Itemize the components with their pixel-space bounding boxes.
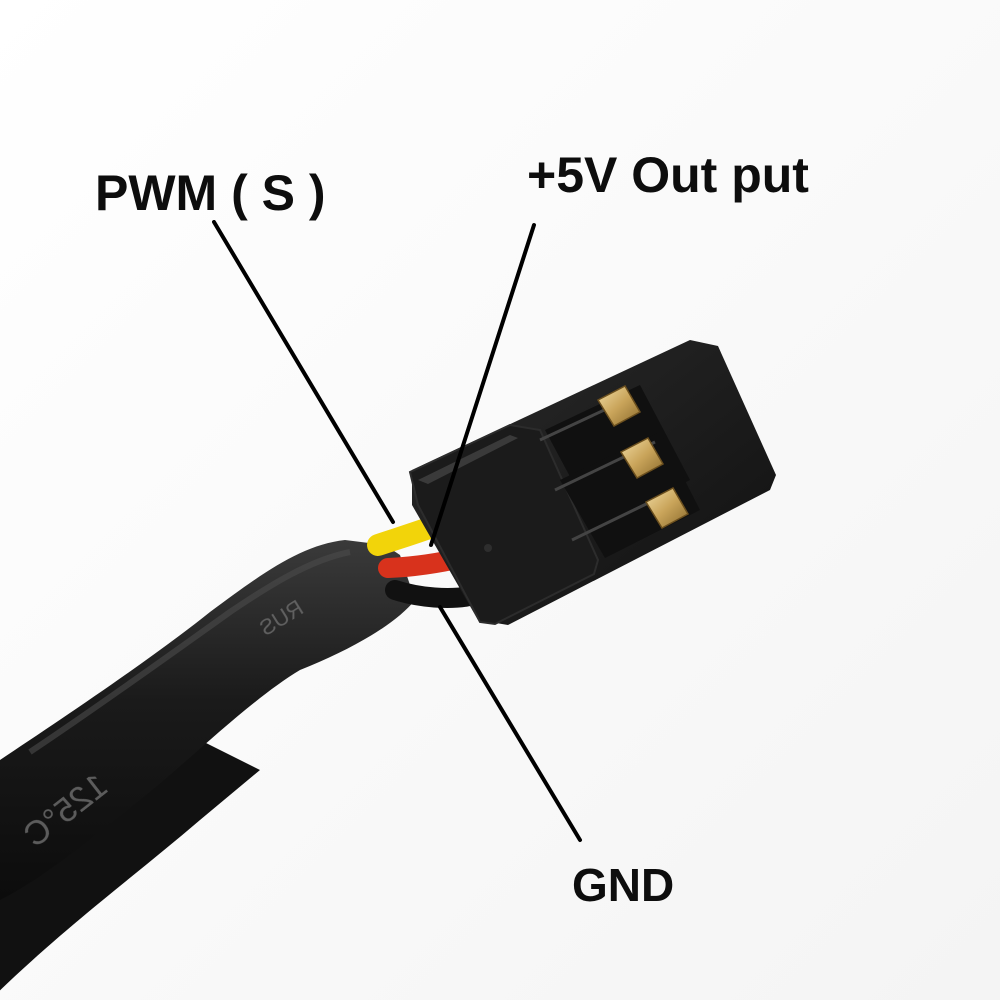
vout-label: +5V Out put (527, 147, 809, 203)
pwm-label: PWM ( S ) (95, 165, 326, 221)
pin-contact (619, 437, 665, 479)
pwm-pointer-line (212, 220, 395, 524)
pin-contacts (596, 385, 690, 529)
heat-shrink-sleeve: 125°C RUS (0, 540, 415, 900)
pin-contact (644, 487, 690, 529)
cable (0, 740, 260, 991)
gnd-pointer-line (438, 605, 582, 842)
ground-wire (385, 580, 480, 608)
pointer-lines (212, 220, 582, 842)
vout-pointer-line (429, 223, 536, 547)
pin-contact (596, 385, 642, 427)
gnd-label: GND (572, 859, 675, 911)
